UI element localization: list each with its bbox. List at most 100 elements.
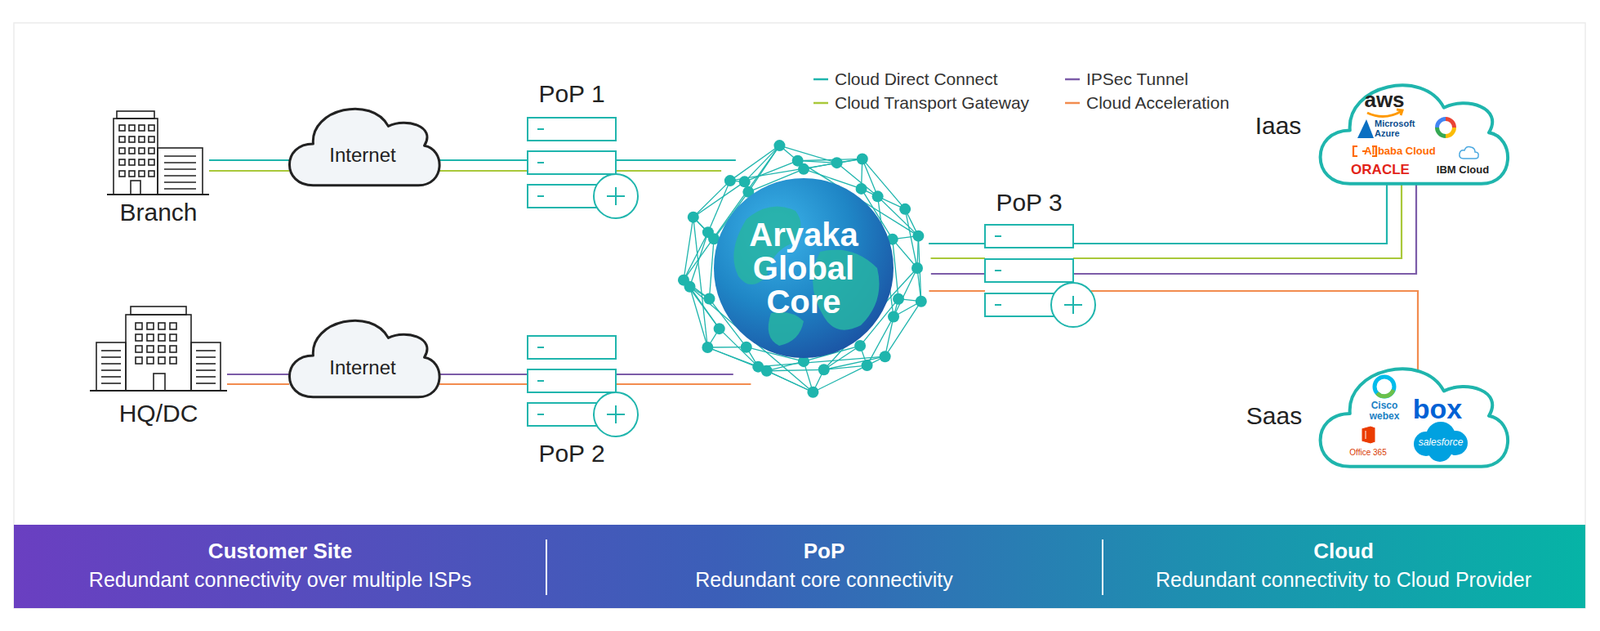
pop-stack: PoP 1 <box>527 117 616 208</box>
connector-line <box>928 289 985 292</box>
connector-bundle <box>439 160 528 171</box>
logo-text: Cisco webex <box>1365 400 1404 421</box>
connector-line <box>227 373 290 375</box>
logo-text: IBM Cloud <box>1436 164 1489 177</box>
connector-line <box>439 159 528 161</box>
connector-line <box>1073 183 1402 259</box>
saas-cloud: SaasCisco webexboxOffice 365salesforce <box>1319 356 1508 470</box>
iaas-cloud: IaasawsMicrosoft AzureAlibaba CloudORACL… <box>1319 73 1508 188</box>
connector-line <box>439 383 528 385</box>
cloud-outline <box>1320 84 1509 183</box>
logo-text: ORACLE <box>1350 161 1410 179</box>
logo-text: salesforce <box>1418 436 1464 449</box>
site-building: Branch <box>106 106 210 195</box>
connector-line <box>209 169 290 172</box>
connector-line <box>1073 183 1417 274</box>
logo-text: Alibaba Cloud <box>1363 145 1436 158</box>
connector-line <box>931 257 985 259</box>
section-heading: PoP <box>803 539 846 564</box>
pop-stack-shape <box>527 117 616 208</box>
cloud-outline <box>1320 368 1509 467</box>
section-body: Redundant connectivity to Cloud Provider <box>1155 567 1532 592</box>
section-body: Redundant core connectivity <box>695 567 953 592</box>
connector-bundle <box>227 374 290 384</box>
footer-section: CloudRedundant connectivity to Cloud Pro… <box>1102 524 1586 608</box>
building-icon <box>89 306 228 391</box>
connector-line <box>615 169 722 172</box>
connector-line <box>227 383 290 385</box>
connector-line <box>615 159 736 161</box>
footer-bar <box>13 524 1586 608</box>
connector-line <box>439 169 528 172</box>
footer-section: Customer SiteRedundant connectivity over… <box>13 524 547 608</box>
cloud-outline <box>289 320 440 397</box>
section-heading: Cloud <box>1313 539 1374 564</box>
pop-label: PoP 2 <box>538 439 605 468</box>
pop-stack: PoP 3 <box>984 224 1074 315</box>
footer-divider <box>545 539 548 595</box>
internet-cloud: Internet <box>289 311 440 400</box>
connector-bundle <box>928 243 985 291</box>
pop-label: PoP 3 <box>995 188 1062 218</box>
connector-line <box>209 159 290 161</box>
cloud-outline <box>289 108 440 186</box>
provider-logos <box>1353 109 1479 159</box>
cloud-heading: Iaas <box>1255 111 1302 141</box>
connector-line <box>928 242 985 245</box>
internet-cloud: Internet <box>289 99 440 188</box>
pop-stack: PoP 2 <box>527 335 616 426</box>
connector-bundle <box>209 160 290 171</box>
server-stack <box>527 117 638 219</box>
section-body: Redundant connectivity over multiple ISP… <box>89 567 472 592</box>
cloud-heading: Saas <box>1246 401 1302 431</box>
logo-text: aws <box>1363 88 1404 113</box>
connector-line <box>931 272 985 275</box>
connector-line <box>615 373 734 375</box>
internet-cloud-shape <box>289 99 440 188</box>
site-building-shape <box>89 303 228 391</box>
legend-text: IPSec Tunnel <box>1086 69 1189 90</box>
connector-bundle <box>1073 290 1418 371</box>
internet-cloud-shape <box>289 311 440 400</box>
footer-section: PoP Redundant core connectivity <box>546 524 1103 608</box>
connector-bundle <box>615 374 751 384</box>
pop-stack-shape <box>527 335 616 426</box>
legend-line-sample <box>1065 93 1082 113</box>
connector-bundle <box>439 374 528 384</box>
site-label: HQ/DC <box>119 399 199 428</box>
logo-text: Microsoft Azure <box>1374 119 1426 139</box>
legend-line-sample <box>813 93 830 113</box>
site-building-shape <box>106 106 210 195</box>
legend-text: Cloud Transport Gateway <box>834 93 1030 113</box>
core-globe: Aryaka Global Core <box>676 140 932 396</box>
site-building: HQ/DC <box>89 303 228 391</box>
legend-text: Cloud Acceleration <box>1086 93 1230 113</box>
building-icon <box>106 111 210 195</box>
pop-label: PoP 1 <box>538 80 605 109</box>
connector-line <box>1073 183 1387 244</box>
footer-divider <box>1101 539 1104 595</box>
globe <box>713 178 894 358</box>
cloud-label: Internet <box>329 356 396 379</box>
connector-bundle <box>615 160 736 171</box>
mesh-dots <box>677 139 928 398</box>
cloud-label: Internet <box>329 143 396 167</box>
legend-line-sample <box>813 69 830 90</box>
core-mesh <box>683 145 922 393</box>
legend-text: Cloud Direct Connect <box>834 69 999 90</box>
legend-line-sample <box>1065 69 1082 90</box>
logo-text: Office 365 <box>1349 447 1387 458</box>
connector-line <box>439 373 528 375</box>
connector-line <box>1073 290 1418 371</box>
connector-line <box>615 383 751 385</box>
section-heading: Customer Site <box>208 539 353 564</box>
outer-frame <box>13 22 1586 608</box>
connector-bundle <box>1073 183 1417 274</box>
server-stack <box>527 335 638 437</box>
logo-text: box <box>1412 392 1462 425</box>
site-label: Branch <box>119 198 197 228</box>
pop-stack-shape <box>984 224 1074 315</box>
server-stack <box>984 224 1096 327</box>
core-label: Aryaka Global Core <box>722 218 886 318</box>
